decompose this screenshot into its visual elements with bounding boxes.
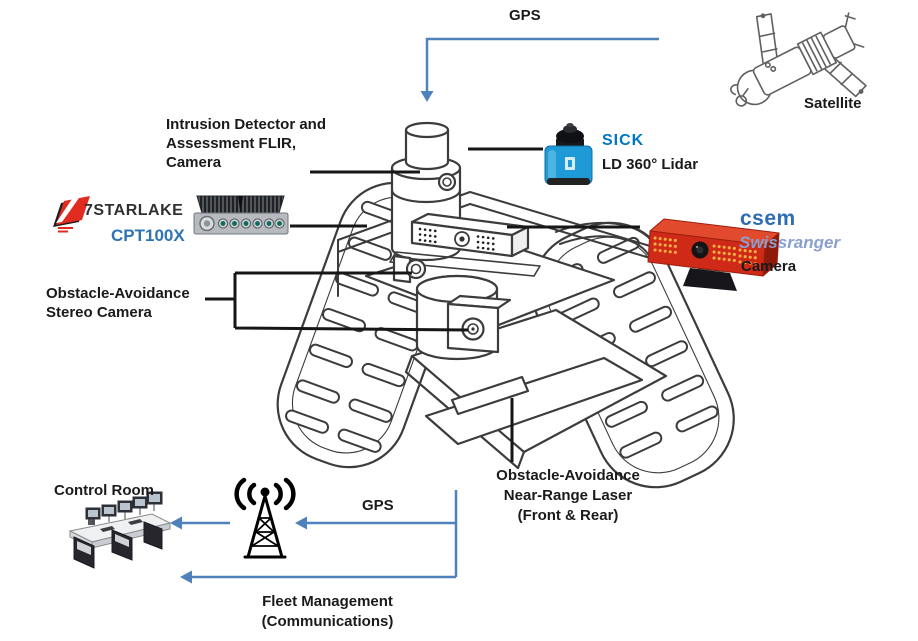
- robot-turret-lens-inner: [442, 177, 452, 187]
- fleet-management-label: Fleet Management (Communications): [240, 592, 415, 632]
- sick-brand-label: SICK: [602, 132, 645, 149]
- flir-label: Intrusion Detector and Assessment FLIR, …: [166, 115, 326, 172]
- control-room-desk-image: [68, 491, 172, 569]
- near-range-laser-label: Obstacle-Avoidance Near-Range Laser (Fro…: [482, 466, 654, 526]
- robot-upper-stereo-camera: [392, 254, 427, 284]
- fleet-management-label-line2: (Communications): [261, 613, 394, 630]
- cpt100x-model-label: CPT100X: [111, 226, 185, 245]
- near-range-laser-label-line2: Near-Range Laser: [503, 487, 633, 504]
- csem-swissranger-camera-photo: [647, 218, 780, 291]
- arrowhead-left-fleet: [180, 570, 192, 584]
- gps-ground-label: GPS: [362, 497, 394, 514]
- swissranger-type-label: Camera: [741, 258, 797, 275]
- stereo-camera-label-line1: Obstacle-Avoidance: [46, 285, 190, 302]
- stereo-camera-label-line2: Stereo Camera: [46, 304, 152, 321]
- gps-top-link: [425, 37, 659, 93]
- tracked-robot-sketch: [276, 121, 735, 489]
- 7starlake-logo: [53, 196, 90, 233]
- control-room-label: Control Room: [54, 482, 154, 499]
- control-room-monitors: [85, 491, 163, 525]
- robot-head-cylinder: [404, 128, 450, 171]
- flir-label-line1: Intrusion Detector and: [166, 116, 327, 133]
- robot-bumper: [424, 356, 644, 446]
- arrowhead-left-antenna: [295, 516, 307, 530]
- starlake-brand-label: 7STARLAKE: [84, 202, 184, 219]
- radio-tower-icon: [234, 477, 296, 559]
- swissranger-product-label: Swissranger: [739, 233, 841, 252]
- pointer-stereo-bracket: [205, 271, 469, 332]
- cpt100x-rugged-computer-photo: [193, 195, 289, 235]
- flir-label-line2: Assessment FLIR,: [166, 135, 297, 152]
- lidar-model-label: LD 360° Lidar: [602, 156, 699, 173]
- robot-head-top: [404, 121, 450, 139]
- flir-label-line3: Camera: [166, 154, 222, 171]
- gps-top-label: GPS: [509, 7, 541, 24]
- radio-waves-icon: [234, 477, 296, 511]
- arrowhead-down-robot: [420, 91, 434, 102]
- fleet-management-label-line1: Fleet Management: [262, 593, 393, 610]
- pointer-lines: [205, 147, 640, 462]
- blue-arrowheads: [170, 91, 434, 584]
- csem-brand-label: csem: [740, 207, 796, 230]
- stereo-camera-label: Obstacle-Avoidance Stereo Camera: [46, 284, 190, 322]
- satellite-sketch: [730, 12, 867, 107]
- satellite-label: Satellite: [804, 95, 862, 112]
- blue-connector-lines: [180, 37, 659, 579]
- robot-turret-seam: [390, 188, 462, 204]
- robot-lower-stereo-camera: [446, 294, 512, 354]
- sick-lidar-photo: [544, 123, 593, 185]
- robot-bumper-slot: [450, 375, 530, 416]
- near-range-laser-label-line1: Obstacle-Avoidance: [496, 467, 640, 484]
- arrowhead-left-controlroom: [170, 516, 182, 530]
- near-range-laser-label-line3: (Front & Rear): [517, 507, 619, 524]
